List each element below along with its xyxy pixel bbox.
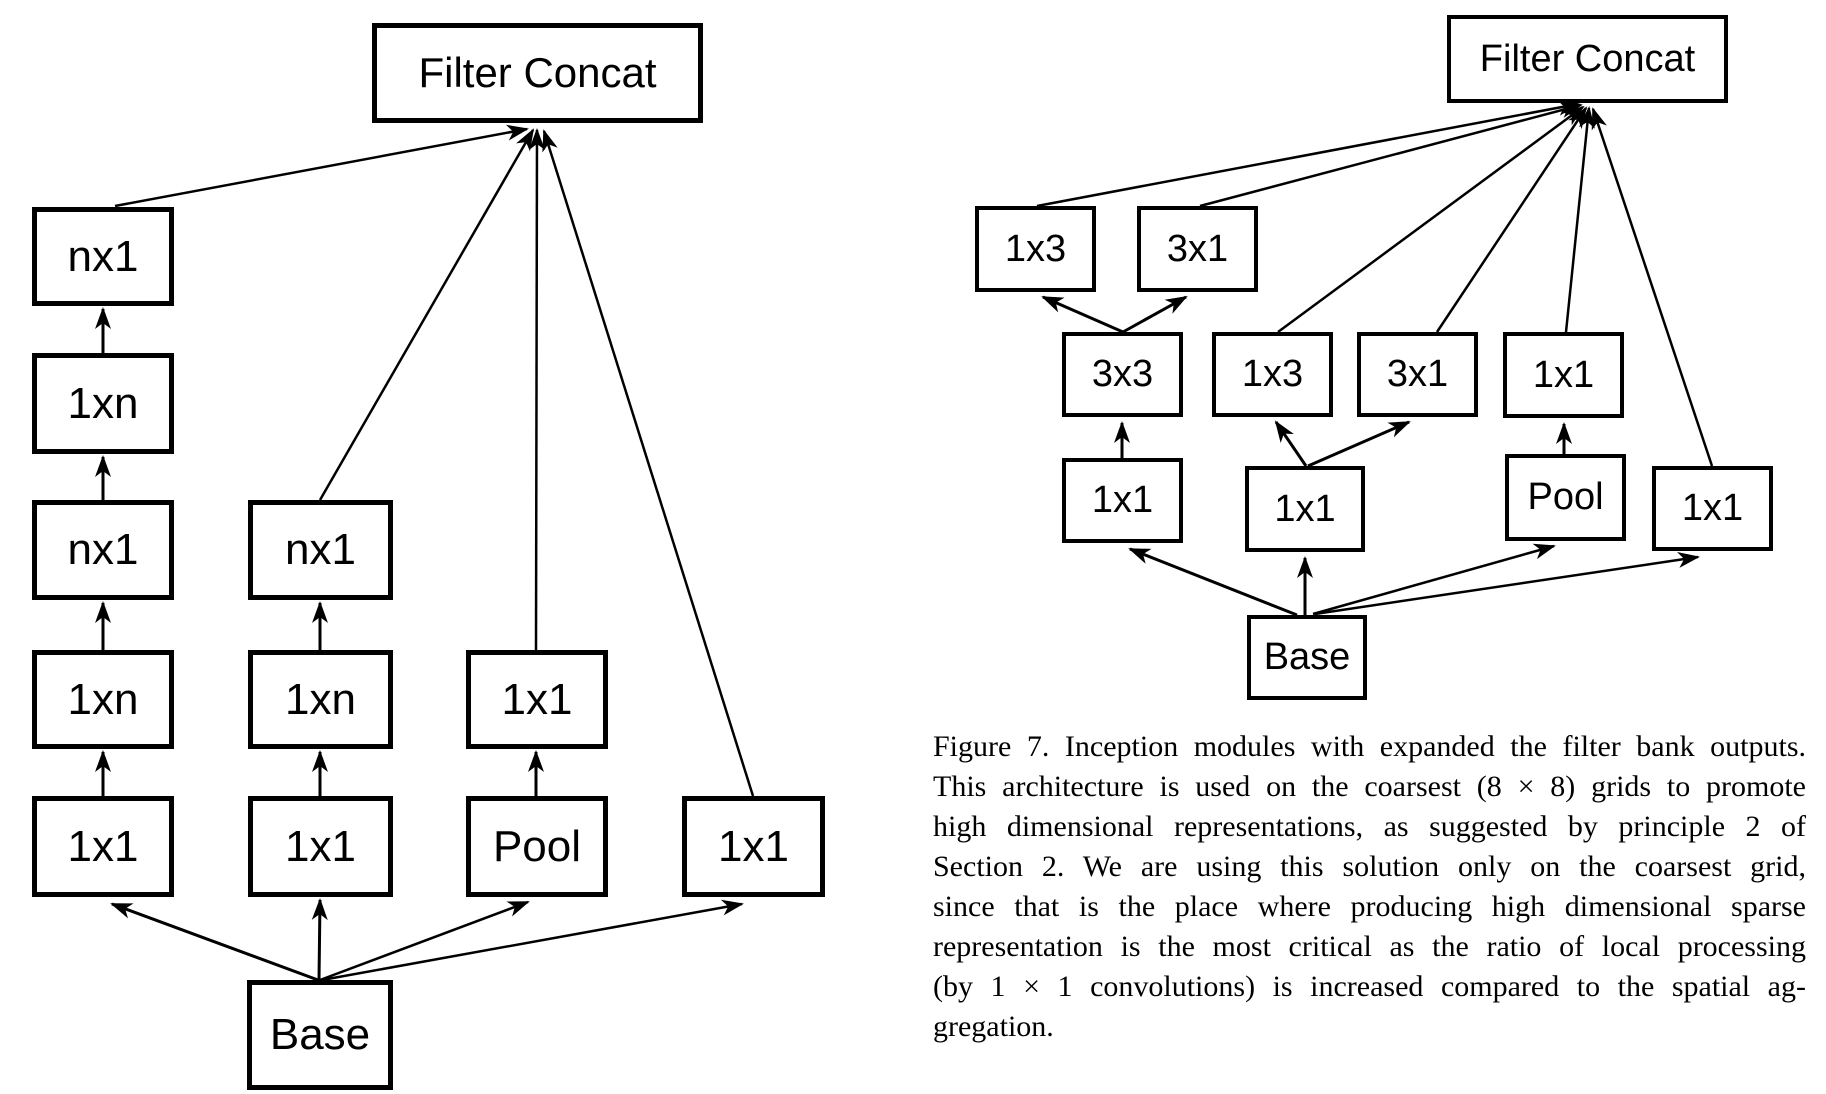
node-1x1-mid: 1x1	[1503, 332, 1624, 418]
node-1x1-lower-a: 1x1	[1062, 458, 1183, 543]
caption-line: Section 2. We are using this solution on…	[933, 850, 1806, 883]
node-3x3-mid: 3x3	[1062, 332, 1183, 417]
node-label: Filter Concat	[418, 49, 657, 96]
node-3x1-mid: 3x1	[1357, 332, 1478, 417]
arrow-r-1x3top-concat	[1036, 99, 1580, 208]
node-1x1-lower-c: 1x1	[1652, 466, 1773, 551]
node-label: 1x1	[501, 674, 573, 724]
node-label: Pool	[492, 821, 582, 871]
caption-line: Figure 7. Inception modules with expande…	[933, 730, 1806, 763]
node-label: Base	[1263, 636, 1351, 678]
arrow-r-1x1b-1x3mid	[1274, 420, 1308, 467]
node-label: nx1	[67, 231, 139, 281]
arrow-r-1x1mid-concat	[1564, 106, 1595, 333]
node-nx1-col1-1: nx1	[32, 207, 174, 306]
node-label: Base	[269, 1010, 371, 1059]
arrow-r-1x1b-3x1mid	[1307, 420, 1411, 468]
node-1x1-col4-1: 1x1	[682, 796, 825, 897]
arrow-l-base-col2	[311, 898, 328, 981]
arrow-l-col4-to-concat	[542, 129, 755, 797]
arrow-r-3x3-3x1top	[1122, 295, 1188, 334]
arrow-r-base-pool	[1312, 543, 1556, 616]
node-base-right: Base	[1247, 615, 1367, 700]
node-label: 1x3	[1004, 227, 1067, 270]
node-label: 3x1	[1386, 353, 1449, 395]
node-1xn-col1-2: 1xn	[32, 353, 174, 454]
node-label: 1x1	[1274, 487, 1336, 530]
node-label: nx1	[285, 525, 356, 574]
node-nx1-col2-1: nx1	[248, 500, 393, 600]
node-filter-concat-left: Filter Concat	[372, 23, 703, 123]
arrow-r-3x1top-concat	[1199, 102, 1583, 208]
arrow-r-1x3mid-concat	[1277, 105, 1585, 334]
arrow-l-base-col1	[110, 902, 319, 982]
arrow-r-1x1c-concat	[1591, 107, 1714, 467]
arrow-l-col3-to-concat	[528, 128, 545, 651]
node-label: 1x1	[1532, 353, 1595, 396]
node-pool-col3-2: Pool	[466, 796, 608, 897]
caption-line: (by 1 × 1 convolutions) is increased com…	[933, 970, 1806, 1003]
node-label: 3x3	[1091, 353, 1154, 395]
node-base-left: Base	[247, 980, 393, 1090]
caption-line: since that is the place where producing …	[933, 890, 1806, 923]
node-3x1-top: 3x1	[1137, 206, 1258, 292]
figure-caption: Figure 7. Inception modules with expande…	[933, 727, 1806, 1047]
node-1x1-col3-1: 1x1	[466, 650, 608, 749]
caption-line: representation is the most critical as t…	[933, 930, 1806, 963]
node-label: 1x1	[1091, 479, 1154, 521]
node-label: 1x1	[718, 821, 789, 871]
node-label: 3x1	[1166, 227, 1229, 270]
node-1x3-top: 1x3	[975, 206, 1096, 292]
node-1x1-col2-3: 1x1	[248, 796, 393, 897]
arrow-l-col2-to-concat	[318, 128, 535, 501]
node-1x3-mid: 1x3	[1212, 332, 1333, 417]
node-label: 1x1	[67, 821, 139, 871]
node-1x1-col1-5: 1x1	[32, 796, 174, 897]
arrow-l-base-col4	[321, 899, 744, 982]
node-label: 1x3	[1241, 353, 1304, 395]
arrow-r-3x3-1x3top	[1041, 295, 1124, 334]
arrow-r-3x1mid-concat	[1435, 106, 1588, 333]
node-1xn-col1-4: 1xn	[32, 650, 174, 749]
arrow-r-base-1x1c	[1314, 552, 1700, 616]
node-label: 1x1	[285, 821, 356, 871]
arrow-l-col1-to-concat	[114, 124, 529, 208]
arrow-r-base-1x1a	[1128, 547, 1298, 617]
node-label: nx1	[67, 525, 139, 574]
node-label: 1xn	[67, 378, 139, 428]
node-filter-concat-right: Filter Concat	[1447, 15, 1728, 103]
node-label: Filter Concat	[1479, 37, 1696, 80]
caption-line: This architecture is used on the coarses…	[933, 770, 1806, 803]
node-label: Pool	[1527, 476, 1604, 518]
node-pool-right: Pool	[1505, 454, 1626, 541]
node-nx1-col1-3: nx1	[32, 500, 174, 600]
arrow-l-base-pool	[319, 900, 530, 982]
caption-line: gregation.	[933, 1010, 1054, 1043]
node-label: 1xn	[285, 674, 356, 724]
node-1x1-lower-b: 1x1	[1245, 466, 1365, 552]
caption-line: high dimensional representations, as sug…	[933, 810, 1806, 843]
node-1xn-col2-2: 1xn	[248, 650, 393, 749]
node-label: 1x1	[1681, 487, 1744, 529]
node-label: 1xn	[67, 674, 139, 724]
